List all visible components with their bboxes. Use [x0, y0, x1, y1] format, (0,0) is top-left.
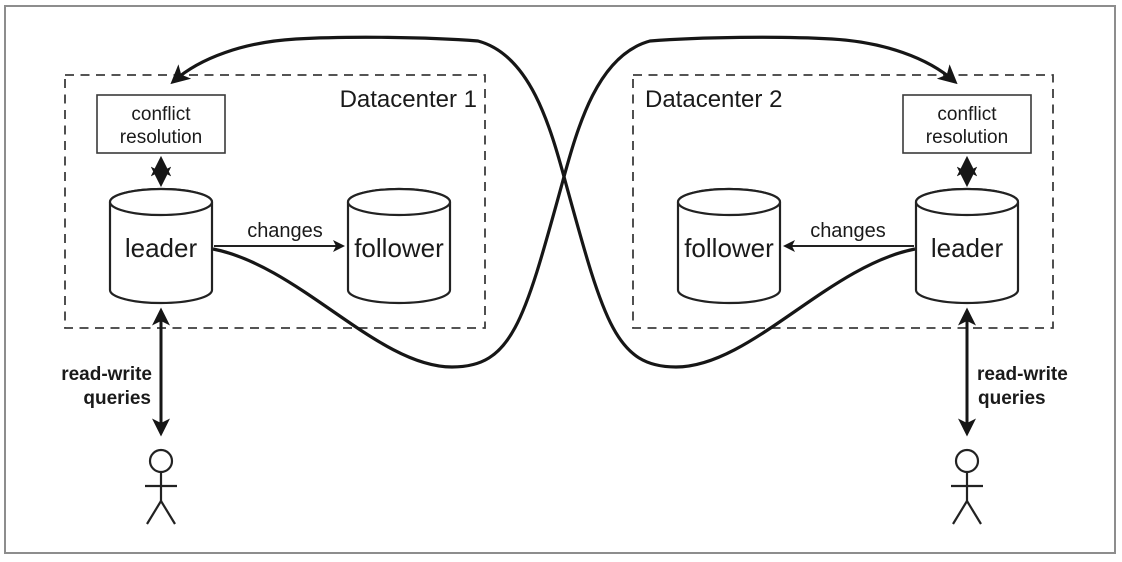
dc2-follower-cylinder [676, 187, 782, 305]
dc1-leader-label: leader [125, 233, 198, 263]
replication-curve-dc1-leader-to-dc2-conflict [212, 35, 958, 369]
datacenter1-boundary [64, 74, 486, 329]
dc1-conflict-label-line1: conflict [131, 104, 191, 125]
dc1-label: Datacenter 1 [340, 86, 477, 113]
dc2-changes-label: changes [810, 220, 886, 242]
dc1-conflict-label-line2: resolution [120, 127, 202, 148]
dc2-client-person-icon [951, 448, 983, 525]
dc1-conflict-resolution-box [96, 94, 226, 154]
dc2-conflict-label-line1: conflict [937, 104, 997, 125]
dc1-follower-cylinder [346, 187, 452, 305]
dc2-leader-label: leader [931, 233, 1004, 263]
dc1-follower-label: follower [354, 233, 444, 263]
dc1-queries-label-line1: read-write [61, 364, 152, 385]
outer-frame [4, 5, 1116, 554]
dc1-leader-cylinder [108, 187, 214, 305]
dc2-label: Datacenter 2 [645, 86, 782, 113]
dc2-queries-label-line2: queries [978, 388, 1046, 409]
dc2-queries-label-line1: read-write [977, 364, 1068, 385]
replication-curve-dc2-leader-to-dc1-conflict [170, 35, 916, 369]
dc2-follower-label: follower [684, 233, 774, 263]
dc1-changes-label: changes [247, 220, 323, 242]
dc2-leader-cylinder [914, 187, 1020, 305]
dc1-client-person-icon [145, 448, 177, 525]
dc1-queries-label-line2: queries [83, 388, 151, 409]
datacenter2-boundary [632, 74, 1054, 329]
dc2-conflict-resolution-box [902, 94, 1032, 154]
dc2-conflict-label-line2: resolution [926, 127, 1008, 148]
